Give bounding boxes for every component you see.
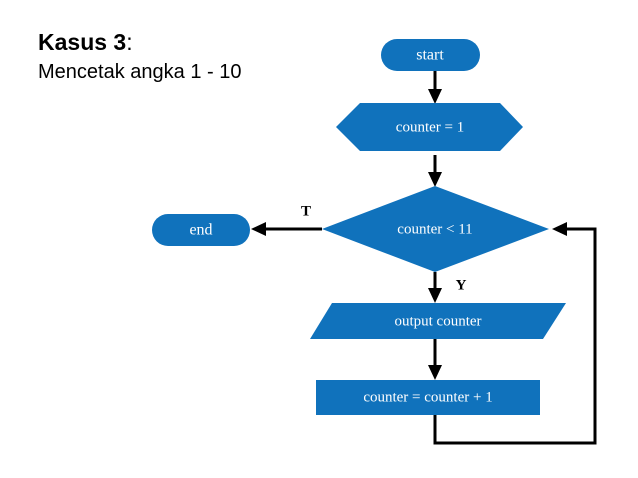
edge-output-to-incr [428, 339, 442, 380]
node-output[interactable]: output counter [310, 303, 566, 339]
edge-decide-to-output [428, 272, 442, 303]
page-title: Kasus 3: [38, 28, 338, 56]
node-decision[interactable]: counter < 11 [322, 186, 549, 272]
title-block: Kasus 3: Mencetak angka 1 - 10 [38, 28, 338, 85]
node-start-label: start [416, 47, 444, 64]
edge-start-to-init [428, 71, 442, 104]
node-increment-label: counter = counter + 1 [363, 389, 492, 405]
node-increment[interactable]: counter = counter + 1 [316, 380, 540, 415]
node-end[interactable]: end [152, 214, 250, 246]
node-init[interactable]: counter = 1 [336, 103, 523, 151]
case-colon: : [126, 29, 133, 55]
node-end-label: end [189, 222, 212, 239]
case-description: Mencetak angka 1 - 10 [38, 61, 242, 83]
edge-decide-to-end [251, 222, 322, 236]
node-decision-label: counter < 11 [397, 221, 472, 237]
branch-label-true: Y [456, 277, 467, 293]
node-init-label: counter = 1 [396, 119, 464, 135]
edge-init-to-decide [428, 155, 442, 187]
edge-incr-to-decide-loop [433, 222, 597, 445]
branch-label-false: T [301, 203, 311, 219]
node-output-label: output counter [394, 313, 481, 329]
case-label: Kasus 3 [38, 29, 127, 55]
node-start[interactable]: start [381, 39, 480, 71]
